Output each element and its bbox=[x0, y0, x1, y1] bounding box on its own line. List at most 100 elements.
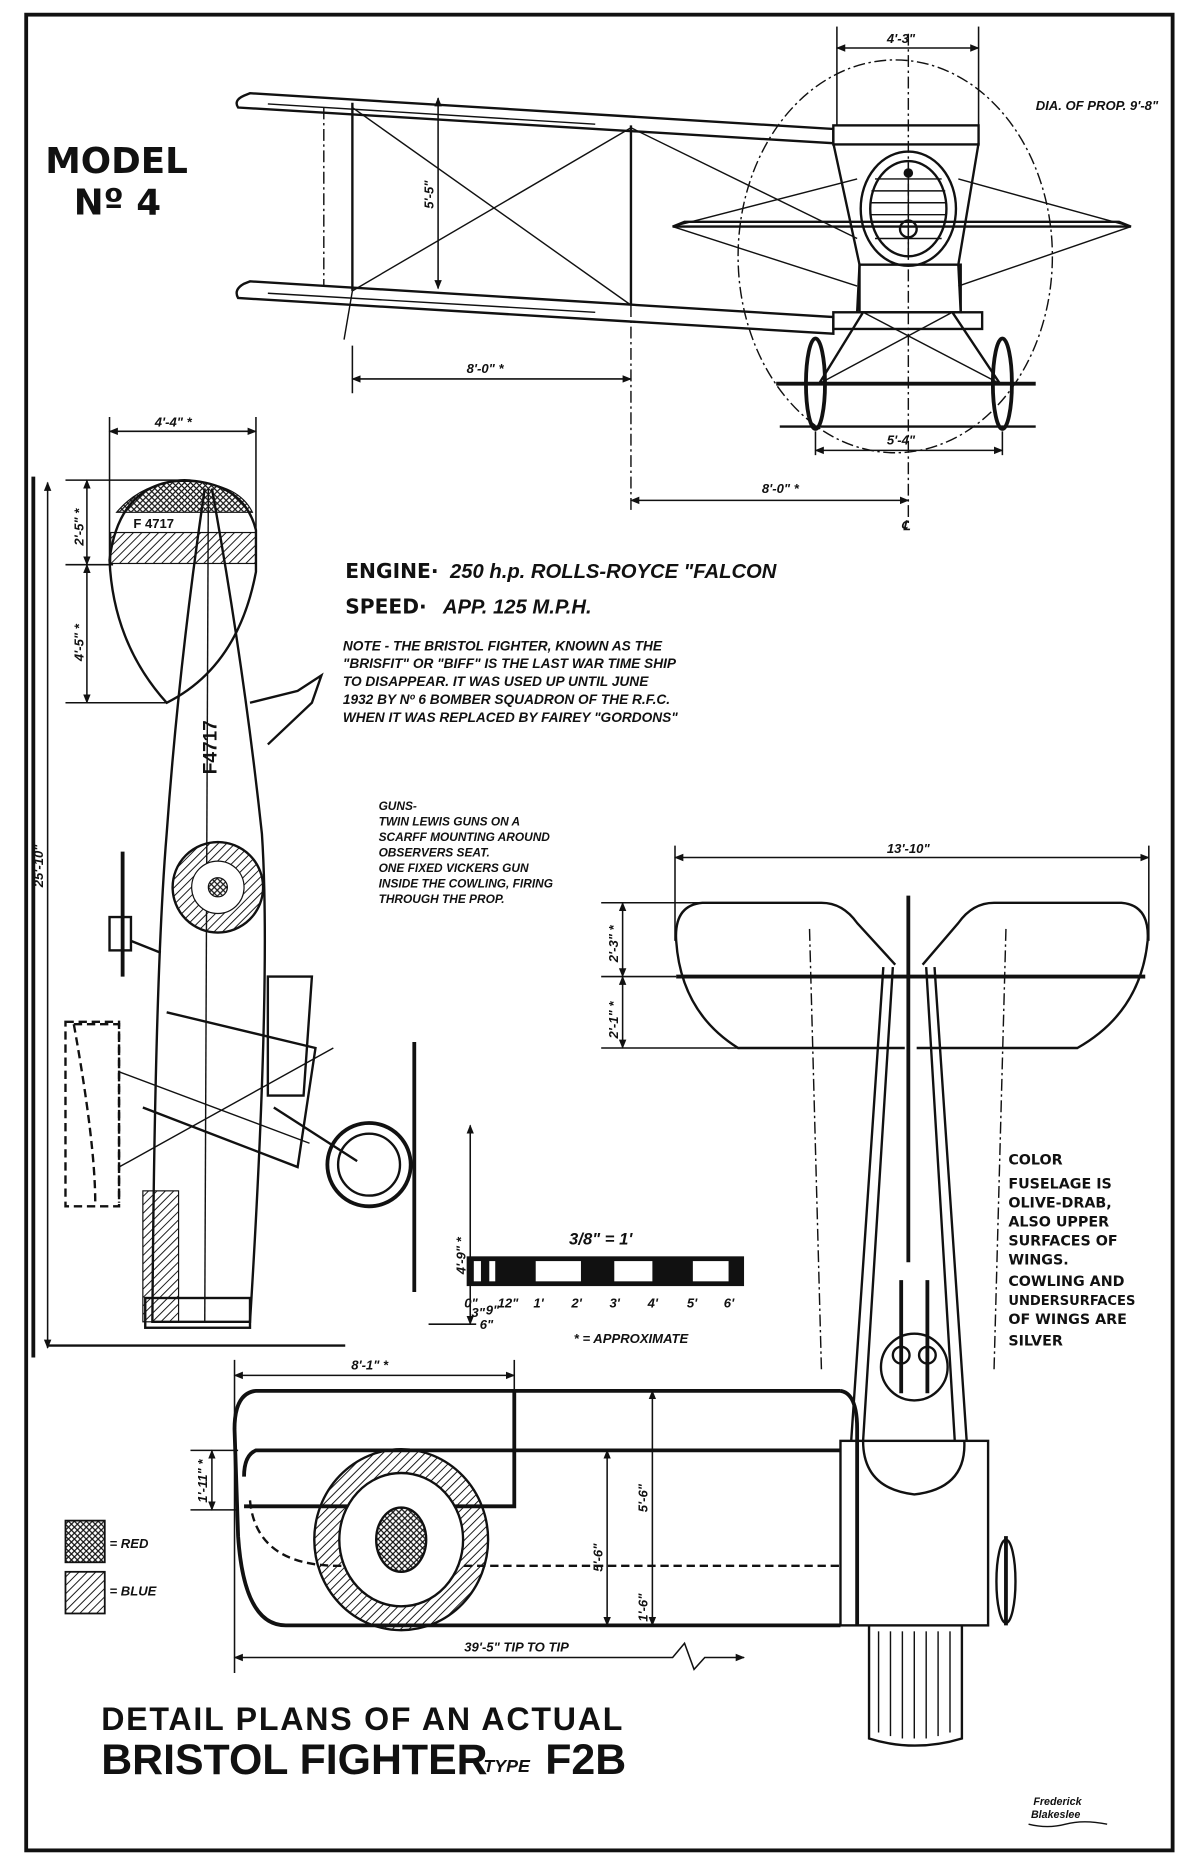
observer-cockpit bbox=[879, 1332, 949, 1402]
front-view: ℄ 4'-3" 5'-5" 8'-0" * 5'-4" 8'-0" * DIA.… bbox=[235, 26, 1159, 533]
dim-overall-length: 25'-10" bbox=[31, 844, 46, 889]
scale-bar: 3/8" = 1' 0" 3" 6" 9" 12" 1' 2' 3' 4' 5'… bbox=[464, 1229, 745, 1346]
scale-tick: 5' bbox=[687, 1296, 698, 1311]
dim-chord-upper: 5'-6" bbox=[636, 1483, 651, 1512]
color-line: COWLING AND bbox=[1008, 1274, 1124, 1290]
tailplane-right bbox=[916, 901, 1149, 1050]
legend-label-blue: = BLUE bbox=[110, 1584, 158, 1599]
scale-tick: 12" bbox=[498, 1296, 520, 1311]
left-wheel bbox=[804, 336, 827, 431]
scale-title: 3/8" = 1' bbox=[569, 1229, 633, 1248]
specs: ENGINE· 250 h.p. ROLLS-ROYCE "FALCON SPE… bbox=[345, 559, 777, 619]
guns-line: TWIN LEWIS GUNS ON A bbox=[379, 814, 521, 828]
history-note: NOTE - THE BRISTOL FIGHTER, KNOWN AS THE… bbox=[343, 638, 678, 724]
title-type-value: F2B bbox=[545, 1736, 626, 1784]
signature-line2: Blakeslee bbox=[1031, 1809, 1080, 1821]
rudder-blue-band bbox=[110, 531, 257, 565]
engine-bay-plan bbox=[839, 1439, 990, 1627]
upper-wing bbox=[235, 92, 835, 145]
lewis-gun bbox=[108, 851, 162, 977]
model-label: MODEL Nº 4 bbox=[45, 141, 188, 224]
title-line2: BRISTOL FIGHTER bbox=[101, 1736, 487, 1784]
note-line: WHEN IT WAS REPLACED BY FAIREY "GORDONS" bbox=[343, 710, 678, 725]
scale-tick: 9" bbox=[486, 1303, 500, 1318]
dim-track: 5'-4" bbox=[887, 432, 916, 447]
model-label-line2: Nº 4 bbox=[74, 183, 161, 224]
title-line1: DETAIL PLANS OF AN ACTUAL bbox=[101, 1701, 624, 1737]
speed-label: SPEED· bbox=[345, 594, 426, 618]
scale-tick: 6' bbox=[724, 1296, 735, 1311]
guns-line: OBSERVERS SEAT. bbox=[379, 845, 490, 859]
color-legend: = RED = BLUE bbox=[64, 1519, 158, 1615]
lower-wing-plan bbox=[242, 1448, 841, 1477]
dim-trailing-edge: 1'-6" bbox=[636, 1593, 651, 1622]
scale-tick: 6" bbox=[480, 1317, 494, 1332]
color-line: OLIVE-DRAB, bbox=[1008, 1196, 1111, 1212]
engine-label: ENGINE· bbox=[345, 559, 438, 583]
model-label-line1: MODEL bbox=[45, 141, 188, 182]
fuselage-serial: F4717 bbox=[201, 720, 222, 774]
dim-strut-center: 8'-0" * bbox=[762, 481, 800, 496]
rudder-serial: F 4717 bbox=[133, 516, 174, 531]
plan-view: 13'-10" 2'-3" * 2'-1" * 8'-1" * 1'-11" *… bbox=[190, 841, 1150, 1747]
wing-side-section bbox=[142, 1011, 317, 1169]
color-line: FUSELAGE IS bbox=[1008, 1176, 1111, 1192]
upper-wing-center bbox=[832, 124, 980, 146]
legend-swatch-blue bbox=[64, 1570, 106, 1615]
color-line: SILVER bbox=[1008, 1334, 1062, 1350]
approximate-note: * = APPROXIMATE bbox=[574, 1331, 690, 1346]
color-heading: COLOR bbox=[1008, 1153, 1062, 1169]
note-line: 1932 BY Nº 6 BOMBER SQUADRON OF THE R.F.… bbox=[343, 692, 670, 707]
fuselage-plan bbox=[850, 966, 968, 1441]
color-line: WINGS. bbox=[1008, 1253, 1068, 1269]
dim-tail-span: 13'-10" bbox=[887, 841, 931, 856]
wing-roundel bbox=[313, 1448, 490, 1632]
propeller-disc bbox=[737, 59, 1054, 454]
side-view: F 4717 F4717 4'-4" * 2'-5" bbox=[31, 415, 477, 1358]
fuselage-side bbox=[151, 488, 267, 1324]
guns-line: INSIDE THE COWLING, FIRING bbox=[379, 876, 553, 890]
title-type-word: TYPE bbox=[483, 1756, 531, 1776]
dim-chord-lower: 5'-6" bbox=[590, 1543, 605, 1572]
guns-note: GUNS- TWIN LEWIS GUNS ON A SCARFF MOUNTI… bbox=[379, 799, 553, 906]
color-line: UNDERSURFACES bbox=[1008, 1294, 1135, 1309]
dim-strut-spacing: 8'-0" * bbox=[467, 361, 505, 376]
prop-diameter-note: DIA. OF PROP. 9'-8" bbox=[1036, 98, 1159, 113]
guns-line: THROUGH THE PROP. bbox=[379, 892, 505, 906]
dim-nose-height: 4'-9" * bbox=[453, 1236, 468, 1275]
radiator-side bbox=[142, 1190, 180, 1323]
signature-line1: Frederick bbox=[1033, 1796, 1082, 1808]
right-wheel bbox=[990, 336, 1014, 431]
scale-tick: 0" bbox=[464, 1296, 478, 1311]
title-block: DETAIL PLANS OF AN ACTUAL BRISTOL FIGHTE… bbox=[101, 1701, 626, 1784]
note-line: TO DISAPPEAR. IT WAS USED UP UNTIL JUNE bbox=[343, 674, 649, 689]
artist-signature: Frederick Blakeslee bbox=[1028, 1796, 1108, 1828]
color-line: SURFACES OF bbox=[1008, 1234, 1117, 1250]
dim-aileron-chord: 1'-11" * bbox=[195, 1459, 210, 1503]
dim-tail-forward: 2'-3" * bbox=[606, 924, 621, 963]
dim-wing-gap: 5'-5" bbox=[421, 180, 436, 209]
guns-line: GUNS- bbox=[379, 799, 417, 813]
color-line: OF WINGS ARE bbox=[1008, 1312, 1127, 1328]
scale-tick: 3" bbox=[471, 1305, 485, 1320]
dim-rudder-lower: 4'-5" * bbox=[71, 623, 86, 662]
legend-swatch-red bbox=[64, 1519, 106, 1564]
dim-tail-aft: 2'-1" * bbox=[606, 1001, 621, 1040]
lower-wing bbox=[235, 280, 835, 335]
scale-tick: 4' bbox=[647, 1296, 659, 1311]
speed-value: APP. 125 M.P.H. bbox=[442, 596, 592, 618]
engine-value: 250 h.p. ROLLS-ROYCE "FALCON bbox=[449, 561, 777, 583]
dim-rudder-upper: 2'-5" * bbox=[71, 508, 86, 547]
sheet-border bbox=[24, 12, 1175, 1853]
scale-tick: 1' bbox=[533, 1296, 544, 1311]
tailplane-side bbox=[249, 672, 324, 746]
dim-rudder-width: 4'-4" * bbox=[154, 415, 193, 430]
note-line: NOTE - THE BRISTOL FIGHTER, KNOWN AS THE bbox=[343, 638, 663, 653]
rudder-red-band bbox=[115, 480, 254, 513]
scale-tick: 2' bbox=[570, 1296, 582, 1311]
upper-wing-plan bbox=[232, 1388, 841, 1628]
dim-wingspan: 39'-5" TIP TO TIP bbox=[464, 1640, 569, 1655]
color-line: ALSO UPPER bbox=[1008, 1215, 1109, 1231]
radiator-plan bbox=[867, 1625, 964, 1747]
